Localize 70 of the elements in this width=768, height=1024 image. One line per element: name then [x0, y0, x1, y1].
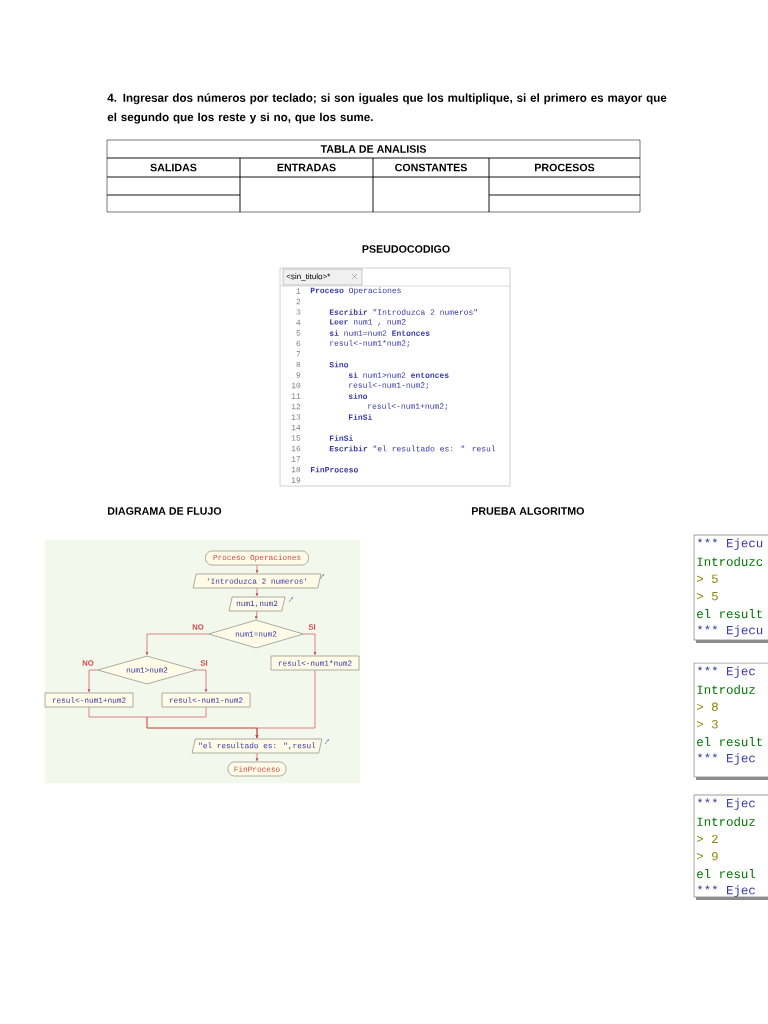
console-line: Introduz [697, 816, 755, 826]
console-line: > 2 [697, 834, 718, 843]
line-number: 12 [291, 403, 301, 410]
line-number: 7 [296, 351, 301, 357]
code-line: resul<-num1-num2; [349, 381, 429, 390]
line-number: 10 [291, 382, 301, 389]
console-line: Introduzc [697, 556, 763, 566]
console-line: *** Ejec [697, 666, 755, 678]
line-number: 11 [291, 393, 301, 399]
console-line: el resul [697, 869, 756, 879]
code-line: FinProceso [310, 466, 358, 473]
code-line: Sino [329, 361, 349, 368]
arrow [303, 633, 317, 656]
line-number: 5 [296, 330, 301, 336]
line-number: 6 [296, 340, 301, 347]
code-line: sino [348, 393, 368, 399]
code-line: resul<-num1*num2; [330, 339, 410, 348]
code-line: Escribir "el resultado es: " resul [329, 445, 496, 452]
line-number: 17 [291, 456, 301, 462]
arrow [255, 610, 258, 620]
column-header: ENTRADAS [277, 163, 336, 172]
console-line: el result [697, 609, 762, 619]
table-title: TABLA DE ANALISIS [320, 145, 426, 153]
console-line: > 5 [697, 592, 718, 601]
code-line: Escribir "Introduzca 2 numeros" [329, 309, 477, 315]
line-number: 9 [296, 372, 301, 378]
arrow [255, 587, 259, 597]
arrow [196, 669, 208, 693]
column-header: SALIDAS [150, 163, 197, 172]
code-line: si num1=num2 Entonces [329, 330, 430, 336]
console-line: *** Ejecu [697, 625, 763, 637]
console-line: el result [697, 737, 762, 747]
task-statement: 4. Ingresar dos números por teclado; si son iguales que los multiplique, si el primero es mayor que el segundo que los reste y si no, que los sume. [107, 93, 667, 124]
line-number: 13 [291, 414, 301, 420]
code-line: si num1>num2 entonces [348, 372, 449, 378]
line-number: 8 [296, 361, 301, 368]
console-line: *** Ejec [697, 753, 755, 765]
column-header: PROCESOS [535, 163, 595, 172]
line-number: 1 [296, 288, 301, 294]
section-heading: PRUEBA ALGORITMO [472, 507, 584, 515]
arrow [255, 564, 259, 574]
section-heading: PSEUDOCODIGO [362, 245, 450, 253]
line-number: 16 [291, 445, 301, 452]
code-line: Leer num1 , num2 [330, 319, 406, 326]
line-number: 15 [291, 435, 301, 441]
arrow [87, 669, 98, 693]
console-line: *** Ejecu [697, 538, 763, 550]
code-line: resul<-num1+num2; [368, 402, 448, 411]
console-line: *** Ejec [697, 885, 755, 897]
line-number: 19 [291, 477, 301, 483]
arrow [255, 752, 259, 762]
line-number: 3 [296, 309, 301, 315]
console-line: > 8 [697, 702, 718, 711]
tab-title: <sin_titulo>* [286, 273, 331, 281]
line-number: 14 [291, 424, 301, 431]
line-number: 4 [296, 319, 301, 326]
arrow [145, 633, 209, 656]
console-line: *** Ejec [697, 798, 755, 810]
console-line: > 3 [697, 720, 718, 729]
console-line: Introduz [697, 684, 755, 694]
code-line: Proceso Operaciones [310, 287, 401, 295]
code-line: FinSi [329, 435, 353, 441]
line-number: 2 [296, 298, 301, 305]
code-line: FinSi [348, 414, 372, 420]
column-header: CONSTANTES [395, 163, 467, 172]
console-line: > 9 [697, 852, 718, 861]
console-line: > 5 [697, 574, 718, 583]
line-number: 18 [291, 466, 301, 473]
arrow [255, 669, 316, 739]
section-heading: DIAGRAMA DE FLUJO [108, 507, 222, 515]
